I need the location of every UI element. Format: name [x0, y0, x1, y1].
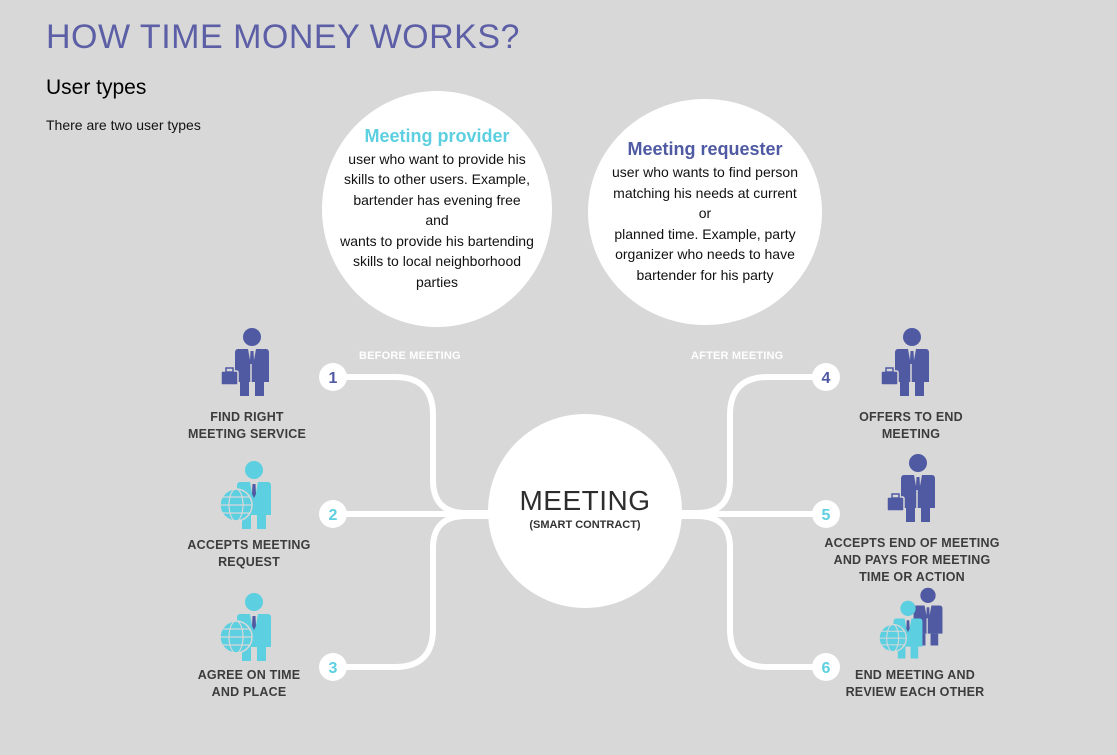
page-title: HOW TIME MONEY WORKS?	[46, 18, 520, 56]
requester-line: bartender for his party	[636, 266, 774, 283]
provider-line: skills to local neighborhood	[352, 253, 522, 270]
businessman-briefcase-icon	[886, 453, 936, 523]
step-label-line: FIND RIGHT	[210, 410, 284, 424]
provider-line: wants to provide his bartending	[340, 232, 534, 249]
connector-step-6	[677, 513, 829, 670]
requester-title: Meeting requester	[627, 139, 783, 159]
step-badge-6: 6	[812, 653, 840, 681]
step-label-line: AND PLACE	[211, 685, 287, 699]
provider-description: user who want to provide his skills to o…	[340, 149, 534, 293]
provider-line: parties	[415, 273, 459, 290]
meeting-center-circle	[488, 414, 682, 608]
step-3-label: AGREE ON TIME AND PLACE	[164, 667, 334, 701]
step-badge-3: 3	[319, 653, 347, 681]
step-label-line: REQUEST	[218, 555, 280, 569]
step-number: 2	[329, 507, 338, 524]
after-meeting-label: AFTER MEETING	[691, 350, 784, 362]
step-label-line: ACCEPTS MEETING	[187, 538, 311, 552]
step-4-label: OFFERS TO END MEETING	[826, 409, 996, 443]
meeting-requester-bubble: Meeting requester user who wants to find…	[588, 99, 822, 325]
step-number: 3	[329, 660, 338, 677]
requester-line: matching his needs at current or	[613, 184, 797, 222]
step-label-line: END MEETING AND	[855, 668, 975, 682]
requester-line: user who wants to find person	[612, 164, 798, 180]
businessman-globe-icon	[219, 461, 271, 529]
step-1-label: FIND RIGHT MEETING SERVICE	[162, 409, 332, 443]
businessman-briefcase-icon	[880, 327, 930, 397]
step-5-label: ACCEPTS END OF MEETING AND PAYS FOR MEET…	[812, 535, 1012, 586]
meeting-provider-bubble: Meeting provider user who want to provid…	[322, 91, 552, 327]
step-number: 4	[822, 370, 831, 387]
step-label-line: TIME OR ACTION	[859, 570, 965, 584]
step-label-line: MEETING SERVICE	[187, 427, 307, 441]
businessman-briefcase-icon	[220, 327, 270, 397]
requester-line: organizer who needs to have	[615, 246, 795, 262]
businessman-globe-icon	[219, 593, 271, 661]
step-number: 5	[822, 507, 831, 524]
provider-title: Meeting provider	[364, 125, 510, 146]
step-label-line: REVIEW EACH OTHER	[845, 685, 985, 699]
provider-line: bartender has evening free and	[353, 191, 521, 229]
step-label-line: AGREE ON TIME	[197, 668, 301, 682]
requester-description: user who wants to find person matching h…	[606, 162, 804, 285]
step-badge-5: 5	[812, 500, 840, 528]
connector-step-1	[333, 374, 495, 516]
section-heading: User types	[46, 76, 147, 99]
step-2-label: ACCEPTS MEETING REQUEST	[164, 537, 334, 571]
connector-step-4	[677, 374, 829, 516]
step-label-line: OFFERS TO END	[859, 410, 963, 424]
provider-line: user who want to provide his	[348, 150, 526, 167]
connector-step-3	[333, 513, 495, 670]
step-badge-1: 1	[319, 363, 347, 391]
requester-line: planned time. Example, party	[614, 225, 796, 242]
provider-line: skills to other users. Example,	[344, 171, 530, 188]
step-label-line: ACCEPTS END OF MEETING	[824, 536, 1000, 550]
before-meeting-label: BEFORE MEETING	[359, 350, 461, 362]
intro-text: There are two user types	[46, 117, 201, 133]
step-6-label: END MEETING AND REVIEW EACH OTHER	[830, 667, 1000, 701]
step-number: 6	[822, 660, 831, 677]
step-badge-2: 2	[319, 500, 347, 528]
two-businessmen-icon	[878, 587, 944, 659]
step-number: 1	[329, 370, 338, 387]
meeting-center-subtitle: (SMART CONTRACT)	[529, 519, 641, 531]
step-badge-4: 4	[812, 363, 840, 391]
step-label-line: MEETING	[881, 427, 941, 441]
meeting-center-title: MEETING	[519, 485, 651, 516]
step-label-line: AND PAYS FOR MEETING	[833, 553, 991, 567]
connector-lines	[333, 374, 829, 670]
